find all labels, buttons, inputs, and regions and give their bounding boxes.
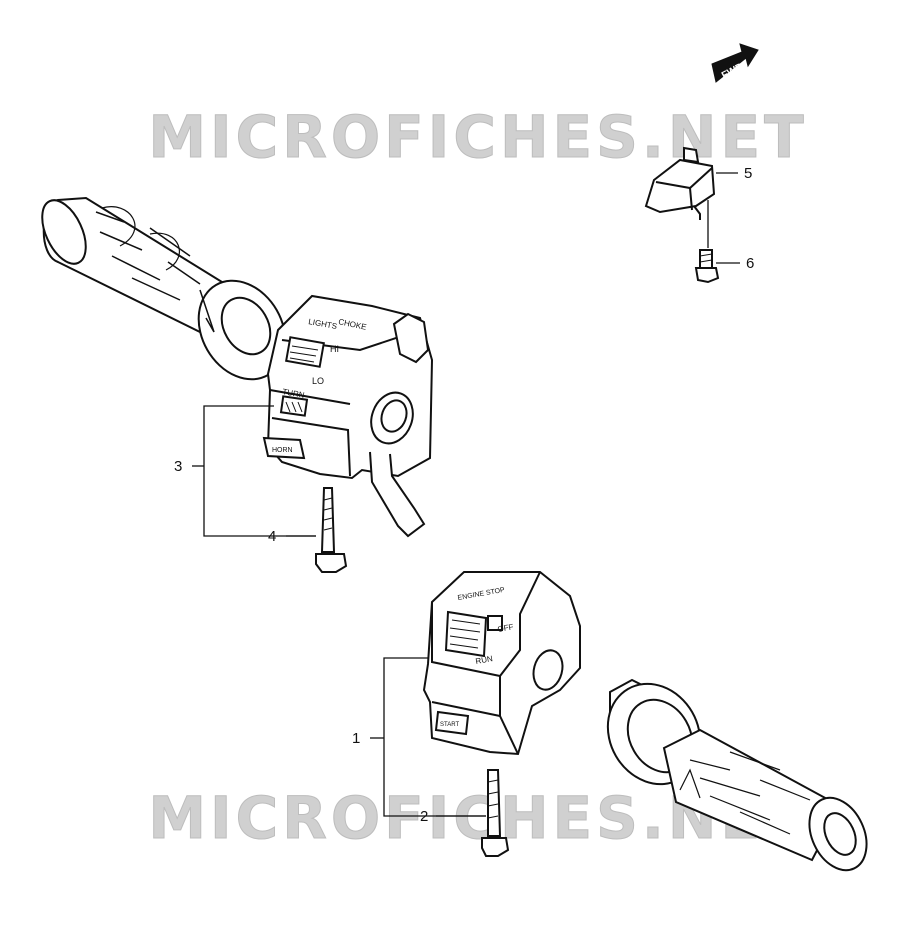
clutch-switch-screw: [694, 249, 720, 284]
left-lo-label: LO: [312, 376, 324, 386]
callout-5: 5: [744, 165, 752, 182]
right-run-label: RUN: [475, 654, 494, 666]
left-switch-screw: [315, 487, 348, 573]
left-hi-label: HI: [330, 344, 339, 354]
right-start-label: START: [440, 722, 459, 728]
left-grip: [41, 196, 287, 381]
left-horn-label: HORN: [272, 447, 293, 454]
callout-4: 4: [268, 528, 276, 545]
callout-6: 6: [746, 255, 754, 272]
watermark-top: MICROFICHES.NET: [148, 103, 807, 171]
right-handlebar-switch: ENGINE STOP OFF RUN START: [422, 571, 581, 756]
left-handlebar-switch: CHOKE LIGHTS HI LO TURN HORN: [262, 294, 434, 538]
right-switch-screw: [481, 769, 510, 857]
callout-leaders: [192, 172, 740, 817]
callout-1: 1: [352, 730, 360, 747]
right-throttle-grip: [606, 678, 868, 872]
callout-2: 2: [420, 808, 428, 825]
fwd-arrow-icon: FWD: [711, 43, 759, 83]
right-off-label: OFF: [497, 622, 514, 634]
callout-3: 3: [174, 458, 182, 475]
left-turn-label: TURN: [282, 387, 306, 400]
clutch-switch: [644, 146, 716, 220]
